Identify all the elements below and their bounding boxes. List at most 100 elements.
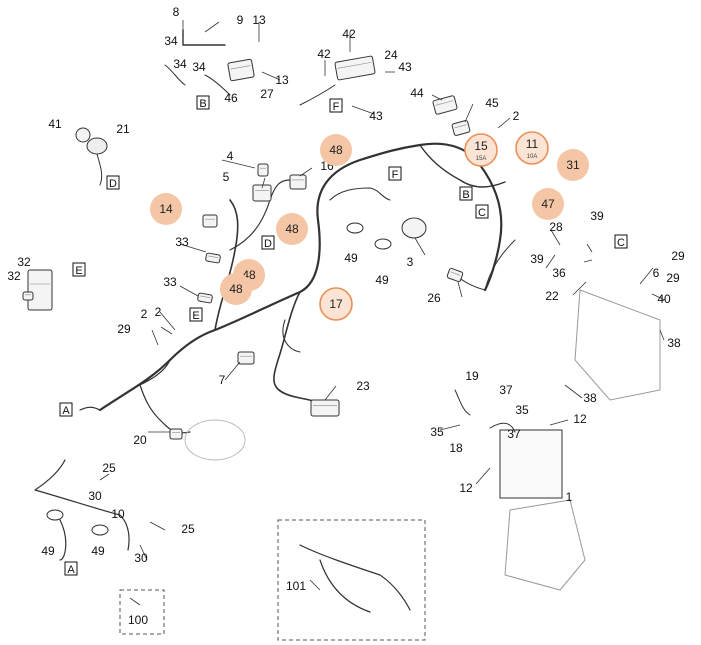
part-label-29: 29	[117, 322, 131, 336]
part-label-19: 19	[465, 369, 479, 383]
connector-20-body	[169, 428, 183, 440]
callout-number: 14	[159, 202, 173, 216]
leader-line	[139, 544, 148, 561]
clip-33a-body	[205, 252, 221, 264]
plug-4-body	[257, 163, 269, 177]
wire-27	[204, 74, 231, 96]
connector-23	[310, 399, 340, 417]
connector-16	[289, 174, 307, 190]
part-label-6: 6	[653, 266, 660, 280]
part-label-42: 42	[317, 47, 331, 61]
part-label-34: 34	[164, 34, 178, 48]
part-label-38: 38	[583, 391, 597, 405]
connector-5-body	[252, 184, 272, 202]
leader-line	[475, 467, 491, 485]
module-44	[432, 95, 458, 115]
part-label-49: 49	[344, 251, 358, 265]
connector-ref-letter: A	[62, 405, 70, 417]
fuse-block-32-body	[27, 269, 53, 311]
part-label-49: 49	[375, 273, 389, 287]
part-label-37: 37	[499, 383, 513, 397]
part-label-22: 22	[545, 289, 559, 303]
leader-line	[129, 597, 141, 606]
part-label-12: 12	[459, 481, 473, 495]
connector-ref-box	[72, 262, 86, 277]
part-label-41: 41	[48, 117, 62, 131]
control-module-24-body	[334, 55, 376, 81]
clip-33b	[197, 292, 213, 304]
bracket-8	[182, 29, 226, 46]
highlight-callout-17: 17	[319, 287, 353, 321]
connector-23-body	[310, 399, 340, 417]
leader-line	[639, 267, 654, 285]
highlight-callout-48: 48	[276, 213, 308, 245]
callout-number: 47	[541, 197, 555, 211]
part-label-101: 101	[286, 579, 306, 593]
connector-ref-box	[64, 561, 78, 576]
callout-number: 17	[329, 297, 343, 311]
part-label-100: 100	[128, 613, 148, 627]
terminal-14-body	[202, 214, 218, 228]
part-label-39: 39	[590, 209, 604, 223]
highlight-callout-11: 11	[515, 131, 549, 165]
part-label-49: 49	[91, 544, 105, 558]
leader-line	[159, 311, 176, 331]
harness-branch-5	[214, 199, 239, 331]
connector-ref-letter: F	[333, 101, 340, 113]
leader-line	[545, 254, 556, 269]
connector-7-body	[237, 351, 255, 365]
clip-33b-body	[197, 292, 213, 304]
part-label-2: 2	[141, 307, 148, 321]
part-label-5: 5	[223, 170, 230, 184]
leader-line	[549, 419, 569, 426]
connector-26	[446, 267, 464, 283]
part-label-2: 2	[155, 305, 162, 319]
clutch-outline	[184, 419, 246, 461]
part-label-8: 8	[173, 5, 180, 19]
component-detail	[454, 124, 467, 129]
component-detail	[337, 62, 372, 69]
part-label-21: 21	[116, 122, 130, 136]
cap-41	[75, 127, 91, 143]
callout-number: 48	[329, 143, 343, 157]
callout-bubble	[557, 149, 589, 181]
part-label-20: 20	[133, 433, 147, 447]
connector-ref-letter: D	[109, 178, 117, 190]
connector-ref-A: A	[64, 561, 78, 576]
part-label-35: 35	[430, 425, 444, 439]
connector-ref-box	[106, 175, 120, 190]
leader-line	[586, 243, 593, 253]
connector-ref-A: A	[59, 402, 73, 417]
part-label-3: 3	[407, 255, 414, 269]
leader-line	[659, 329, 665, 341]
connector-ref-box	[59, 402, 73, 417]
highlight-callout-14: 14	[150, 193, 182, 225]
component-detail	[435, 100, 454, 106]
callout-bubble	[464, 133, 498, 167]
component-detail	[208, 255, 219, 258]
part-label-25: 25	[181, 522, 195, 536]
connector-ref-letter: C	[617, 237, 625, 249]
harness-branch-20	[139, 384, 191, 434]
clip-49b	[374, 238, 392, 250]
part-label-27: 27	[260, 87, 274, 101]
leader-line	[160, 326, 173, 335]
callout-bubble	[320, 134, 352, 166]
connector-7	[237, 351, 255, 365]
part-label-29: 29	[666, 271, 680, 285]
connector-ref-letter: A	[67, 564, 75, 576]
connector-ref-box	[261, 235, 275, 250]
part-label-40: 40	[657, 292, 671, 306]
relay-46	[227, 58, 255, 82]
leader-line	[221, 159, 256, 169]
callout-bubble	[220, 273, 252, 305]
highlight-callout-47: 47	[532, 188, 564, 220]
part-label-30: 30	[88, 489, 102, 503]
fuse-32	[22, 291, 34, 301]
highlight-callout-48: 48	[220, 273, 252, 305]
part-label-32: 32	[17, 255, 31, 269]
part-label-25: 25	[102, 461, 116, 475]
callout-bubble	[532, 188, 564, 220]
harness-branch-fuses	[419, 144, 506, 188]
